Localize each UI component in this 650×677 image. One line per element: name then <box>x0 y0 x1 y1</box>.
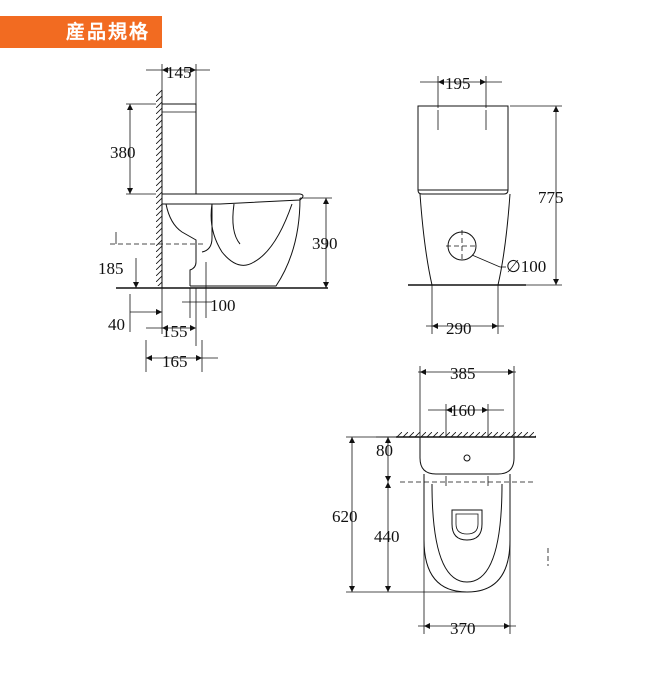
dim-rough-in: 165 <box>162 352 188 371</box>
dim-bowl-depth: 440 <box>374 527 400 546</box>
front-tank-outline <box>417 105 509 195</box>
dim-outlet-diameter: ∅100 <box>506 257 546 276</box>
dim-outlet-distance: 155 <box>162 322 188 341</box>
header-badge: 産品規格 <box>0 16 162 48</box>
dim-wall-offset: 80 <box>376 441 393 460</box>
top-bowl-inner <box>451 509 483 541</box>
dim-overall-depth: 620 <box>332 507 358 526</box>
dim-bowl-width: 370 <box>450 619 476 638</box>
dim-floor-gap: 40 <box>108 315 125 334</box>
front-view: 195 775 ∅100 290 <box>408 74 564 338</box>
top-bowl-outline <box>423 474 511 593</box>
dim-front-bolt-spacing: 195 <box>445 74 471 93</box>
top-wall-hatch <box>396 432 536 437</box>
dim-base-width: 290 <box>446 319 472 338</box>
tank-outline <box>161 103 197 195</box>
dim-tank-width: 385 <box>450 364 476 383</box>
top-view: 385 160 80 620 440 370 <box>332 364 549 638</box>
wall-hatch <box>156 90 162 286</box>
dim-tank-height: 380 <box>110 143 136 162</box>
dim-top-offset: 145 <box>166 63 192 82</box>
dim-total-height: 390 <box>312 234 338 253</box>
dim-outlet-width: 100 <box>210 296 236 315</box>
dim-overall-height: 775 <box>538 188 564 207</box>
header-title: 産品規格 <box>66 21 151 43</box>
dim-top-bolt-spacing: 160 <box>450 401 476 420</box>
seat-outline <box>161 193 304 205</box>
dim-outlet-height: 185 <box>98 259 124 278</box>
side-view: 145 380 390 185 40 100 <box>98 63 338 372</box>
top-tank-outline <box>419 436 515 475</box>
front-pedestal <box>419 193 511 286</box>
